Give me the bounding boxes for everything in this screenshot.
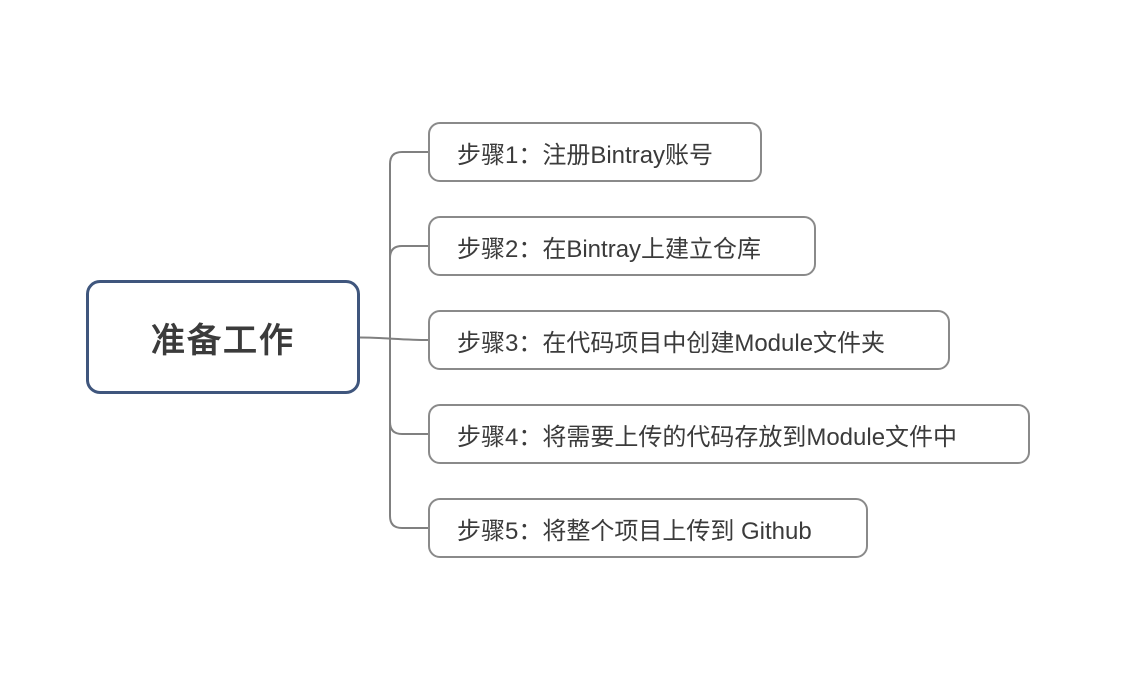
step-node-4-label: 步骤4：将需要上传的代码存放到Module文件中	[457, 423, 958, 451]
step-node-5-label: 步骤5：将整个项目上传到 Github	[457, 517, 812, 545]
connector-branch-1	[389, 151, 428, 338]
step-node-2[interactable]: 步骤2：在Bintray上建立仓库	[428, 216, 816, 276]
step-node-3-label: 步骤3：在代码项目中创建Module文件夹	[457, 329, 886, 357]
step-node-1[interactable]: 步骤1：注册Bintray账号	[428, 122, 762, 182]
step-node-5[interactable]: 步骤5：将整个项目上传到 Github	[428, 498, 868, 558]
step-node-2-label: 步骤2：在Bintray上建立仓库	[457, 235, 762, 263]
connector-branch-5	[389, 337, 428, 529]
connector-branch-2	[389, 245, 428, 338]
connector-branch-3	[359, 336, 429, 341]
root-node-label: 准备工作	[151, 321, 295, 360]
step-node-3[interactable]: 步骤3：在代码项目中创建Module文件夹	[428, 310, 950, 370]
step-node-1-label: 步骤1：注册Bintray账号	[457, 141, 714, 169]
root-node[interactable]: 准备工作	[86, 280, 360, 394]
connector-branch-4	[389, 337, 428, 435]
step-node-4[interactable]: 步骤4：将需要上传的代码存放到Module文件中	[428, 404, 1030, 464]
